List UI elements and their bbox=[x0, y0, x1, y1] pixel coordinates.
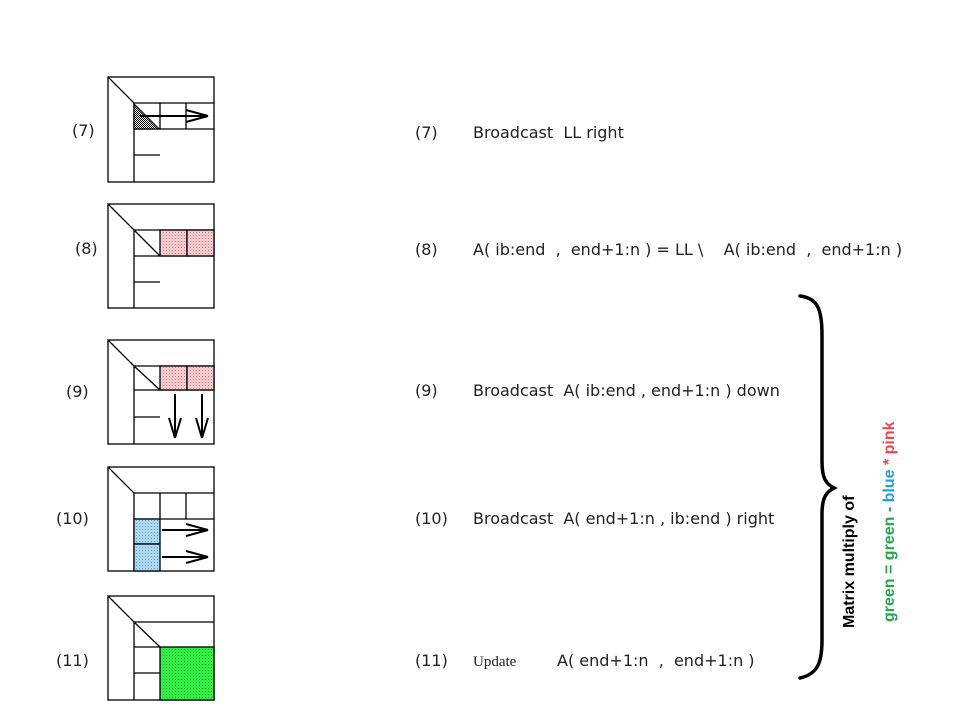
panel-step-9 bbox=[107, 339, 215, 445]
step-number: (9) bbox=[415, 381, 438, 400]
panel-step-8 bbox=[107, 203, 215, 309]
step-desc-9: (9) Broadcast A( ib:end , end+1:n ) down bbox=[415, 383, 780, 399]
arrow-down-icon bbox=[168, 394, 182, 439]
eq-green-1: green bbox=[881, 578, 898, 622]
eq-op-3: * bbox=[881, 454, 898, 470]
arrow-right-icon bbox=[140, 109, 209, 123]
eq-blue: blue bbox=[881, 469, 898, 503]
panel-label-10: (10) bbox=[56, 509, 89, 528]
annotation-equation: green = green - blue * pink bbox=[881, 421, 898, 622]
step-number: (7) bbox=[415, 123, 438, 142]
panel-step-10 bbox=[107, 466, 215, 572]
step-number: (8) bbox=[415, 240, 438, 259]
annotation-title: Matrix multiply of bbox=[841, 495, 858, 628]
step-desc-10: (10) Broadcast A( end+1:n , ib:end ) righ… bbox=[415, 511, 774, 527]
eq-pink: pink bbox=[881, 421, 898, 455]
step-desc-8: (8) A( ib:end , end+1:n ) = LL \ A( ib:en… bbox=[415, 242, 902, 258]
panel-label-11: (11) bbox=[56, 651, 89, 670]
eq-op-1: = bbox=[881, 560, 898, 579]
panel-label-8: (8) bbox=[75, 239, 98, 258]
panel-label-7: (7) bbox=[72, 121, 95, 140]
eq-green-2: green bbox=[881, 516, 898, 561]
arrow-right-icon bbox=[162, 550, 209, 564]
arrow-down-icon bbox=[195, 394, 209, 439]
step-number: (11) bbox=[415, 651, 448, 670]
panel-step-11 bbox=[107, 595, 215, 701]
step-text: Broadcast A( ib:end , end+1:n ) down bbox=[473, 381, 780, 400]
step-text: Broadcast LL right bbox=[473, 123, 624, 142]
eq-op-2: - bbox=[881, 502, 898, 517]
step-number: (10) bbox=[415, 509, 448, 528]
right-brace bbox=[798, 294, 838, 680]
step-word: Update bbox=[473, 654, 517, 670]
step-text: Broadcast A( end+1:n , ib:end ) right bbox=[473, 509, 775, 528]
panel-label-9: (9) bbox=[66, 382, 89, 401]
panel-step-7 bbox=[107, 76, 215, 183]
step-text: A( end+1:n , end+1:n ) bbox=[557, 651, 755, 670]
step-desc-7: (7) Broadcast LL right bbox=[415, 125, 624, 141]
step-text: A( ib:end , end+1:n ) = LL \ A( ib:end ,… bbox=[473, 240, 903, 259]
step-desc-11: (11) Update A( end+1:n , end+1:n ) bbox=[415, 653, 755, 670]
arrow-right-icon bbox=[162, 523, 209, 537]
